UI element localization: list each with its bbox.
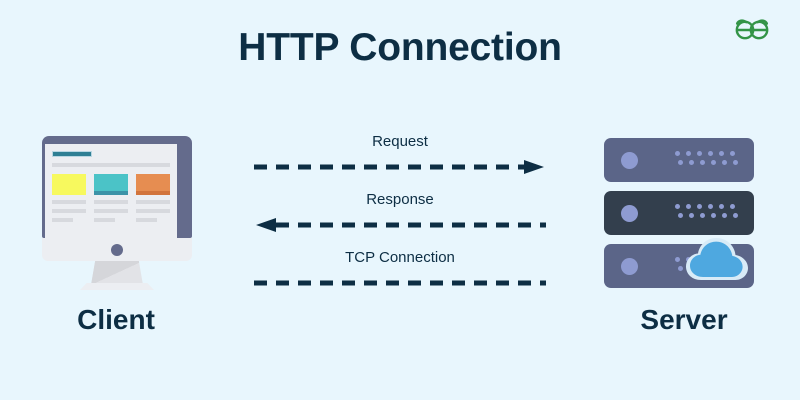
screen-text-line xyxy=(136,218,157,222)
flow-label-tcp-connection: TCP Connection xyxy=(345,249,455,266)
screen-text-line xyxy=(94,200,128,204)
screen-text-line xyxy=(52,209,86,213)
screen-card-column xyxy=(94,174,128,222)
card-orange xyxy=(136,174,170,195)
card-yellow xyxy=(52,174,86,195)
monitor-power-dot xyxy=(111,244,123,256)
screen-text-line xyxy=(52,200,86,204)
server-rack-top xyxy=(604,138,754,182)
server-led-icon xyxy=(621,205,638,222)
cloud-icon xyxy=(684,234,750,284)
monitor-chin xyxy=(42,238,192,261)
dashed-line-tcp-connection xyxy=(252,276,548,290)
screen-text-line xyxy=(136,209,170,213)
server-illustration xyxy=(604,138,756,288)
flow-tcp-connection: TCP Connection xyxy=(252,248,548,292)
geeksforgeeks-logo xyxy=(730,12,774,46)
screen-text-line xyxy=(136,200,170,204)
screen-card-column xyxy=(136,174,170,222)
monitor-screen xyxy=(45,144,177,238)
card-teal xyxy=(94,174,128,195)
flow-label-request: Request xyxy=(372,133,428,150)
monitor-stand-base xyxy=(80,283,154,290)
arrow-left-response xyxy=(252,218,548,232)
screen-card-column xyxy=(52,174,86,222)
flow-group: Request Response TCP Connection xyxy=(252,132,548,292)
server-led-icon xyxy=(621,152,638,169)
flow-request: Request xyxy=(252,132,548,176)
client-illustration xyxy=(36,136,198,290)
monitor-stand-neck xyxy=(91,261,143,285)
screen-text-line xyxy=(94,218,115,222)
server-dot-grid xyxy=(675,151,738,165)
server-rack-middle xyxy=(604,191,754,235)
page-title: HTTP Connection xyxy=(238,26,562,69)
screen-text-line xyxy=(52,218,73,222)
screen-header-bar xyxy=(52,151,92,157)
server-dot-grid xyxy=(675,204,738,218)
flow-response: Response xyxy=(252,190,548,234)
screen-divider-line xyxy=(52,163,170,167)
screen-card-row xyxy=(52,174,170,222)
arrow-right-request xyxy=(252,160,548,174)
server-led-icon xyxy=(621,258,638,275)
screen-text-line xyxy=(94,209,128,213)
flow-label-response: Response xyxy=(366,191,434,208)
server-label: Server xyxy=(640,304,728,335)
client-label: Client xyxy=(77,304,155,335)
